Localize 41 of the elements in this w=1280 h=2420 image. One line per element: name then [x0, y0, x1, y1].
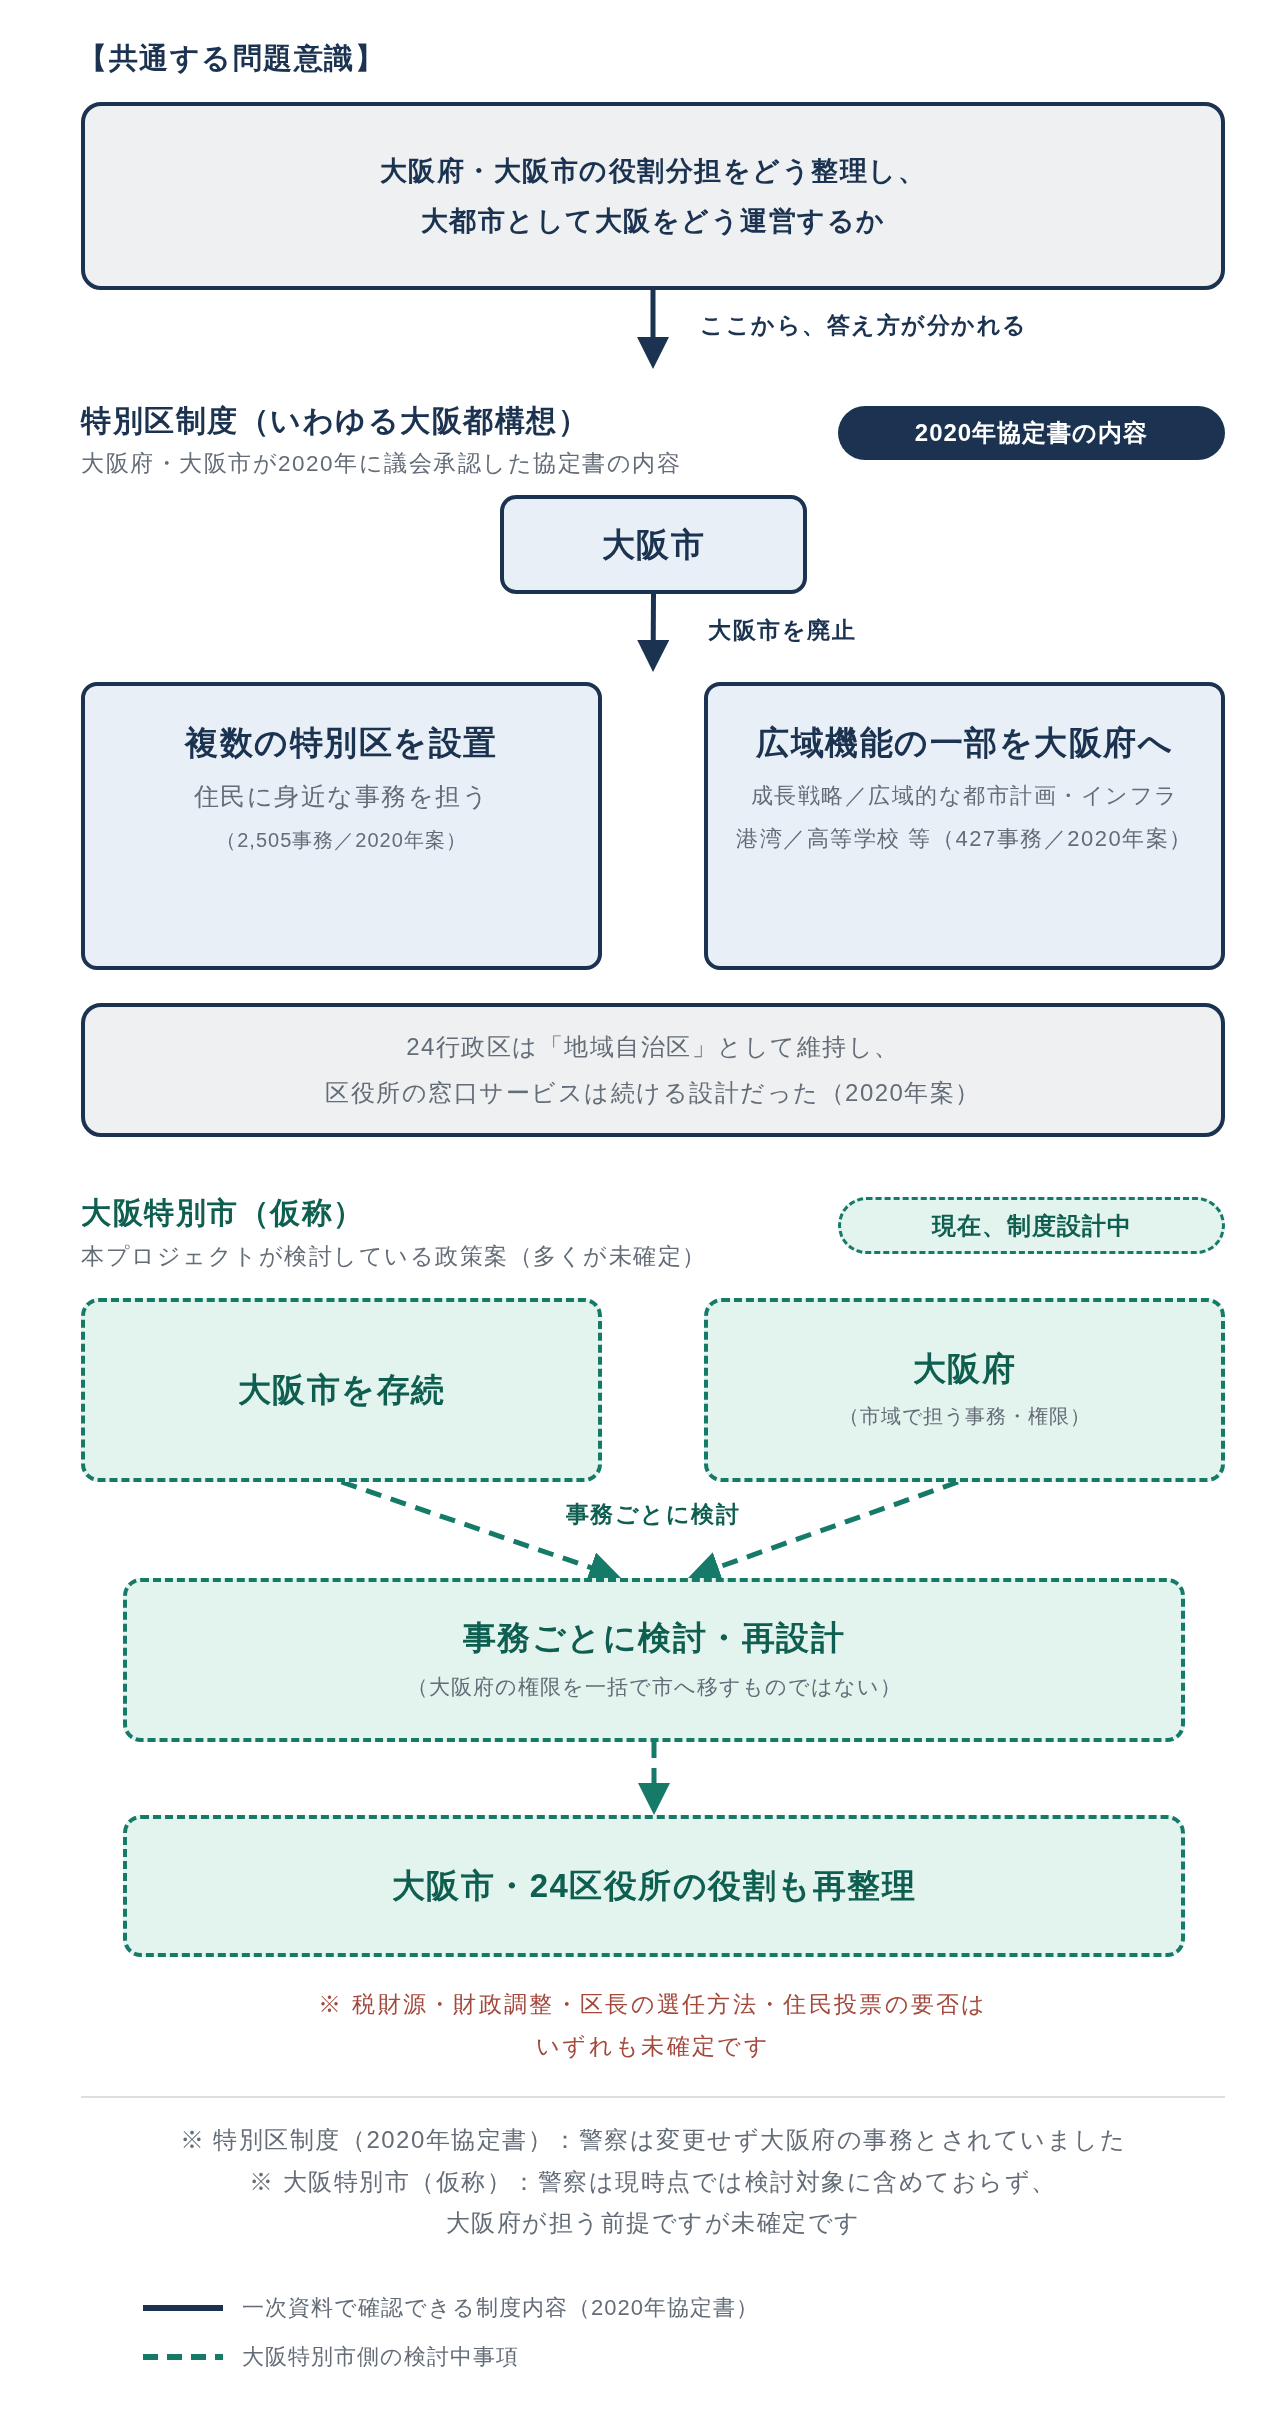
proposal-box [81, 1298, 602, 1482]
process-box [81, 682, 602, 970]
status-pill [838, 1197, 1225, 1254]
title-text: 複数の特別区を設置 [185, 723, 498, 763]
section-subtitle: 大阪府・大阪市が2020年に議会承認した協定書の内容 [81, 450, 682, 478]
title-text: 大阪市を存続 [237, 1370, 446, 1410]
section-heading: 【共通する問題意識】 [78, 41, 385, 76]
legend-label: 一次資料で確認できる制度内容（2020年協定書） [242, 2294, 759, 2322]
title-text: 大阪市・24区役所の役割も再整理 [391, 1866, 917, 1906]
process-box [81, 1003, 1225, 1137]
title-text: 大阪府 [912, 1349, 1017, 1389]
footnote: ※ 特別区制度（2020年協定書）：警察は変更せず大阪府の事務とされていました [178, 2125, 1128, 2155]
proposal-box [123, 1578, 1185, 1742]
note-text: （2,505事務／2020年案） [216, 828, 467, 853]
warning-note: ※ 税財源・財政調整・区長の選任方法・住民投票の要否はいずれも未確定です [317, 1990, 989, 2061]
description-text: 住民に身近な事務を担う [193, 781, 490, 812]
note-text: （市域で担う事務・権限） [838, 1404, 1091, 1429]
status-label: 現在、制度設計中 [931, 1210, 1132, 1241]
title-text: 大阪市 [601, 524, 706, 565]
section-subtitle: 本プロジェクトが検討している政策案（多くが未確定） [81, 1243, 707, 1271]
footnote: ※ 大阪特別市（仮称）：警察は現時点では検討対象に含めておらず、大阪府が担う前提ですが未確定です [248, 2167, 1058, 2238]
legend-label: 大阪特別市側の検討中事項 [242, 2343, 519, 2371]
description-text: 24行政区は「地域自治区」として維持し、区役所の窓口サービスは続ける設計だった（2020年案） [324, 1032, 982, 1108]
process-box [81, 102, 1225, 290]
question-text: 大阪府・大阪市の役割分担をどう整理し、大都市として大阪をどう運営するか [378, 155, 928, 238]
proposal-box [123, 1815, 1185, 1957]
section-heading: 大阪特別市（仮称） [81, 1195, 365, 1231]
process-box [704, 682, 1225, 970]
arrow [637, 594, 670, 672]
process-box [500, 495, 807, 594]
tag-pill [838, 406, 1225, 460]
description-text: 成長戦略／広域的な都市計画・インフラ [750, 782, 1179, 810]
tag-label: 2020年協定書の内容 [914, 418, 1149, 448]
section-heading: 特別区制度（いわゆる大阪都構想） [81, 403, 589, 439]
proposal-box [704, 1298, 1225, 1482]
note-text: （大阪府の権限を一括で市へ移すものではない） [406, 1674, 902, 1700]
arrow [638, 1742, 670, 1815]
title-text: 事務ごとに検討・再設計 [462, 1618, 846, 1658]
arrow [637, 290, 669, 369]
title-text: 広域機能の一部を大阪府へ [756, 723, 1173, 763]
description-text: 港湾／高等学校 等（427事務／2020年案） [736, 825, 1193, 853]
